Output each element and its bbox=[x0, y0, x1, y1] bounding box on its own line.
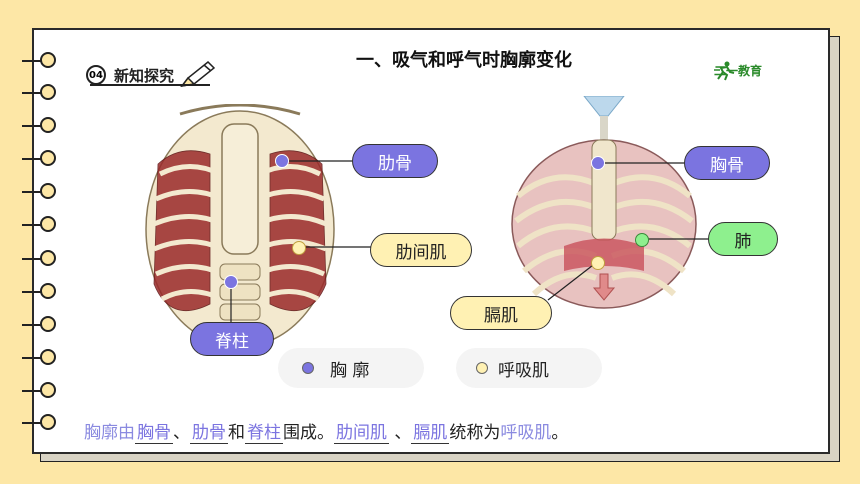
sternum-label: 胸骨 bbox=[684, 146, 770, 180]
summary-text: 统称为 bbox=[449, 423, 501, 443]
binder-ring bbox=[22, 349, 56, 367]
section-label: 新知探究 bbox=[114, 66, 175, 85]
intercostal-label: 肋间肌 bbox=[370, 233, 472, 267]
binder-ring bbox=[22, 183, 56, 201]
page-title: 一、吸气和呼气时胸廓变化 bbox=[356, 50, 572, 71]
legend-respiratory-muscle: 呼吸肌 bbox=[456, 348, 602, 388]
legend-muscle-text: 呼吸肌 bbox=[498, 360, 549, 381]
sternum-marker-dot bbox=[591, 156, 605, 170]
brand-logo: 二一教育 bbox=[712, 61, 762, 80]
summary-text: 围成。 bbox=[283, 423, 334, 443]
summary-text: 胸廓由 bbox=[84, 423, 135, 443]
summary-sentence: 胸廓由胸骨、肋骨和脊柱围成。肋间肌 、膈肌统称为呼吸肌。 bbox=[84, 418, 568, 444]
blank-sternum: 胸骨 bbox=[135, 418, 173, 444]
rib-cage-front-illustration bbox=[145, 104, 335, 348]
diaphragm-marker-dot bbox=[591, 256, 605, 270]
binder-ring bbox=[22, 316, 56, 334]
spine-marker-dot bbox=[224, 275, 238, 289]
binder-ring bbox=[22, 52, 56, 70]
blank-spine: 脊柱 bbox=[245, 418, 283, 444]
legend-muscle-swatch bbox=[476, 362, 488, 374]
summary-text: 、 bbox=[389, 423, 412, 443]
legend-thorax-text: 胸 廓 bbox=[330, 360, 370, 381]
badge-underline bbox=[90, 84, 210, 86]
summary-term: 呼吸肌 bbox=[500, 423, 552, 443]
lung-label: 肺 bbox=[708, 222, 778, 256]
binder-ring bbox=[22, 117, 56, 135]
spine-label: 脊柱 bbox=[190, 322, 274, 356]
binder-ring bbox=[22, 250, 56, 268]
legend-thorax-swatch bbox=[302, 362, 314, 374]
rib-label: 肋骨 bbox=[352, 144, 438, 178]
runner-icon bbox=[714, 61, 735, 80]
diaphragm-label: 膈肌 bbox=[450, 296, 552, 330]
rib-cage-lung-illustration bbox=[511, 96, 697, 309]
summary-text: 、 bbox=[173, 423, 190, 443]
summary-text: 和 bbox=[228, 423, 245, 443]
summary-text: 。 bbox=[551, 423, 569, 443]
binder-ring bbox=[22, 150, 56, 168]
blank-intercostal: 肋间肌 bbox=[334, 418, 389, 444]
binder-ring bbox=[22, 382, 56, 400]
blank-diaphragm: 膈肌 bbox=[411, 418, 450, 444]
legend-thorax: 胸 廓 bbox=[278, 348, 424, 388]
lung-marker-dot bbox=[635, 233, 649, 247]
binder-ring bbox=[22, 84, 56, 102]
rib-marker-dot bbox=[275, 154, 289, 168]
section-number: 04 bbox=[86, 65, 106, 85]
blank-rib: 肋骨 bbox=[190, 418, 228, 444]
binder-ring bbox=[22, 414, 56, 432]
intercostal-marker-dot bbox=[292, 241, 306, 255]
binder-ring bbox=[22, 283, 56, 301]
binder-ring bbox=[22, 216, 56, 234]
section-badge: 04 新知探究 bbox=[86, 60, 218, 90]
